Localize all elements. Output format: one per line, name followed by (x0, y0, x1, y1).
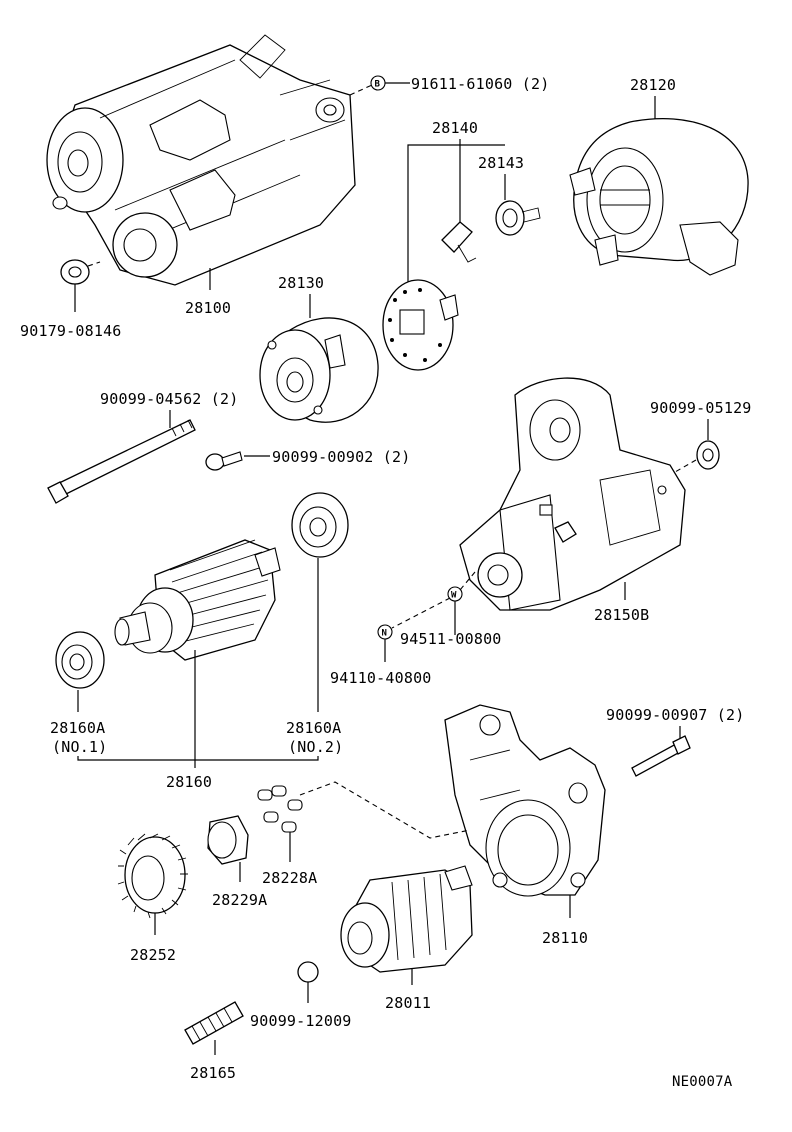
label-28130: 28130 (278, 274, 324, 292)
brush-spring-28143 (495, 200, 541, 236)
label-90099-00907: 90099-00907 (2) (606, 706, 744, 724)
label-28229a: 28229A (212, 891, 267, 909)
label-28120: 28120 (630, 76, 676, 94)
label-90099-05129: 90099-05129 (650, 399, 752, 417)
retainer-28229a (207, 815, 249, 865)
label-28110: 28110 (542, 929, 588, 947)
label-28228a: 28228A (262, 869, 317, 887)
screw-90099-00902 (205, 451, 243, 471)
label-94110-40800: 94110-40800 (330, 669, 432, 687)
label-91611-61060: 91611-61060 (2) (411, 75, 549, 93)
label-28160a-no2-sub: (NO.2) (288, 738, 343, 756)
yoke-28120 (569, 118, 749, 276)
label-28160a-no1-sub: (NO.1) (52, 738, 107, 756)
label-28160a-no2: 28160A (286, 719, 341, 737)
armature-28160 (114, 539, 281, 661)
starter-assembly-28100 (46, 34, 356, 286)
rollers-28228a (257, 785, 303, 833)
spring-28165 (184, 1001, 244, 1045)
label-28165: 28165 (190, 1064, 236, 1082)
bearing-no1 (55, 631, 105, 689)
label-90099-00902: 90099-00902 (2) (272, 448, 410, 466)
magnetic-switch-28150b (459, 377, 686, 611)
clutch-28011 (340, 865, 473, 973)
brush-28140 (441, 221, 477, 263)
drive-housing-28110 (444, 704, 606, 897)
label-28140: 28140 (432, 119, 478, 137)
mark-b: B (375, 80, 381, 90)
through-bolt-90099-04562 (47, 419, 196, 504)
bolt-90099-00907 (631, 735, 691, 777)
label-28100: 28100 (185, 299, 231, 317)
label-94511-00800: 94511-00800 (400, 630, 502, 648)
label-28143: 28143 (478, 154, 524, 172)
nut-90099-05129 (696, 440, 720, 470)
brush-holder-plate (382, 279, 459, 371)
label-90099-12009: 90099-12009 (250, 1012, 352, 1030)
nut-90179-08146 (60, 259, 90, 285)
label-90099-04562: 90099-04562 (2) (100, 390, 238, 408)
mark-w: W (451, 591, 457, 601)
label-28011: 28011 (385, 994, 431, 1012)
ball-90099-12009 (297, 961, 319, 983)
label-28160: 28160 (166, 773, 212, 791)
label-90179-08146: 90179-08146 (20, 322, 122, 340)
label-28160a-no1: 28160A (50, 719, 105, 737)
gear-28252 (117, 833, 188, 919)
diagram-code: NE0007A (672, 1074, 733, 1090)
mark-n: N (382, 629, 388, 639)
label-28150b: 28150B (594, 606, 649, 624)
bearing-no2 (291, 492, 349, 558)
label-28252: 28252 (130, 946, 176, 964)
end-frame-28130 (259, 317, 379, 423)
